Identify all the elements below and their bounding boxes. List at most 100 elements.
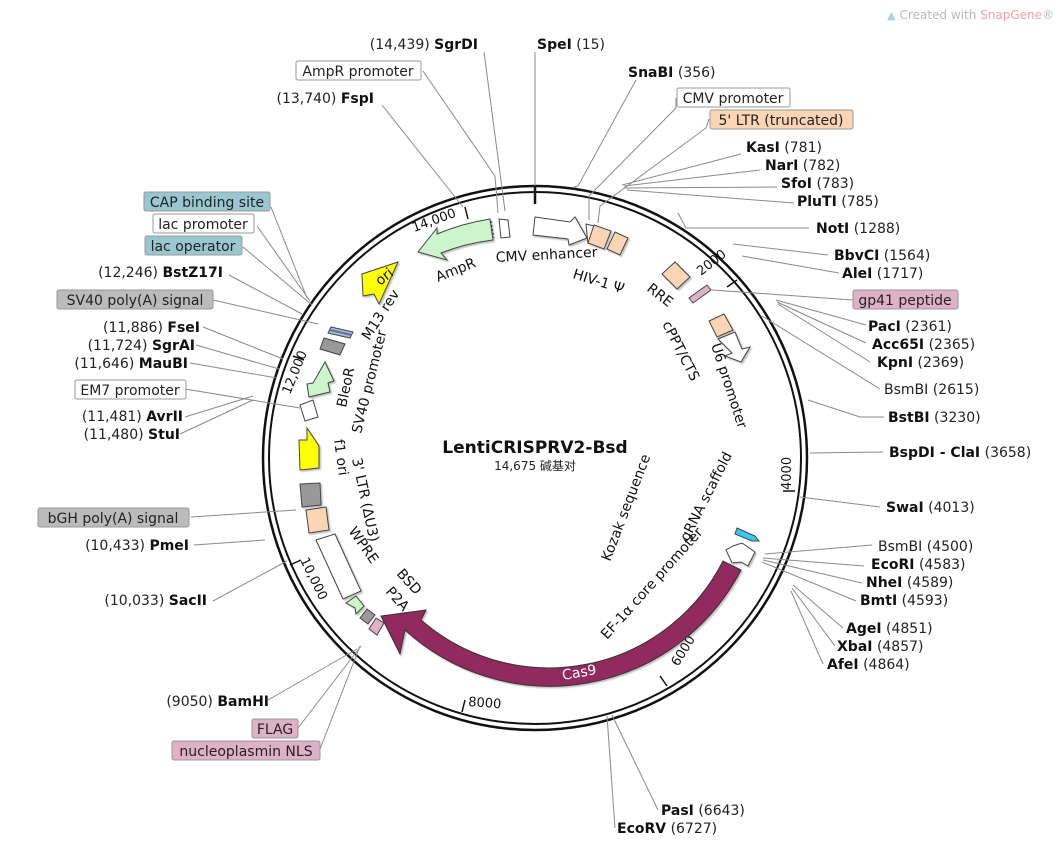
tick-10000 [289, 559, 302, 566]
grna-scaffold-box [734, 527, 761, 542]
leader-ampr-promoter [422, 70, 499, 214]
ltr3-box [305, 506, 330, 534]
site-kpni: KpnI (2369) [877, 355, 964, 371]
nls-flag-box [368, 617, 385, 636]
leader-bstz17i [228, 274, 303, 315]
box-cap-binding [143, 191, 271, 212]
site-pluti: PluTI (785) [797, 194, 879, 210]
leader-cap [270, 206, 308, 299]
em7-promoter-box [299, 399, 319, 422]
leader-nls [319, 645, 361, 750]
plasmid-name: LentiCRISPRV2-Bsd [442, 438, 627, 458]
leader-flag [297, 645, 362, 729]
leader-lines [179, 51, 884, 829]
tick-label-12000: 12,000 [280, 349, 311, 397]
site-sgrai: (11,724) SgrAI [88, 338, 195, 354]
u6-promoter-arrow [717, 331, 752, 363]
leader-ecori [762, 557, 865, 567]
leader-paci [775, 299, 867, 326]
tick-6000 [659, 675, 668, 687]
site-sfoi: SfoI (783) [781, 176, 854, 192]
leader-xbai [791, 587, 836, 647]
ampr-dashed-mark [490, 220, 495, 239]
leader-agei [792, 584, 844, 629]
leader-bgh-polya [190, 509, 297, 518]
site-sacii: (10,033) SacII [104, 593, 207, 609]
label-ampr: AmpR [434, 255, 479, 286]
leader-nhei [762, 559, 863, 584]
leader-ltr5 [597, 118, 710, 224]
site-acc65i: Acc65I (2365) [872, 337, 975, 353]
site-swai: SwaI (4013) [886, 500, 975, 516]
site-ecori: EcoRI (4583) [871, 557, 966, 573]
box-flag [251, 718, 299, 739]
box-ltr5 [709, 109, 854, 130]
leader-lac-operator [242, 246, 313, 306]
leader-sgrai [195, 344, 280, 370]
credit-prefix: Created with [899, 8, 981, 22]
box-label-cmv-promoter: CMV promoter [683, 91, 784, 107]
label-kozak-sequence: Kozak sequence [599, 452, 654, 563]
snapgene-credit: ▲Created with SnapGene® [887, 8, 1054, 22]
site-maubi: (11,646) MauBI [74, 356, 188, 372]
cap-binding-stripe [329, 329, 353, 336]
cas9-arrow [380, 560, 742, 687]
leader-bmti [761, 561, 857, 602]
site-bsmbi-2615: BsmBI (2615) [884, 382, 979, 398]
box-label-gp41: gp41 peptide [858, 293, 951, 309]
cmv-enhancer-arrow [532, 216, 588, 246]
site-stui: (11,480) StuI [84, 427, 180, 443]
site-bspdi-clai: BspDI - ClaI (3658) [889, 445, 1031, 461]
site-pmei: (10,433) PmeI [85, 538, 189, 554]
site-kasi: KasI (781) [746, 140, 822, 156]
site-nhei: NheI (4589) [866, 575, 953, 591]
site-avrii: (11,481) AvrII [82, 409, 183, 425]
bleor-arrow [306, 360, 335, 398]
box-label-ampr-promoter: AmpR promoter [302, 64, 413, 80]
leader-afei [790, 590, 824, 665]
leader-sv40-polya [212, 299, 319, 325]
site-bstbi: BstBI (3230) [888, 410, 981, 426]
box-label-bgh-polya: bGH poly(A) signal [48, 511, 179, 527]
label-cppt-cts: cPPT/CTS [658, 319, 702, 384]
leader-bsmbi-2615 [761, 315, 881, 390]
leader-maubi [189, 362, 278, 379]
p2a-box [359, 608, 376, 625]
leader-bsmbi-4500 [764, 544, 873, 555]
site-sgrdi: (14,439) SgrDI [370, 37, 478, 53]
site-bstz17i: (12,246) BstZ17I [98, 265, 223, 281]
site-bbvci: BbvCI (1564) [834, 248, 930, 264]
leader-lac-promoter [256, 225, 311, 302]
leader-nari [623, 169, 761, 187]
ef1a-promoter-arrow [725, 542, 756, 567]
snapgene-logo-icon: ▲ [887, 9, 896, 22]
leader-sfoi [624, 186, 778, 189]
tick-12000 [292, 355, 305, 361]
box-label-lac-operator: lac operator [151, 239, 236, 255]
box-lac-operator [144, 235, 243, 256]
box-label-nls: nucleoplasmin NLS [179, 744, 312, 760]
ampr-promoter-box [498, 218, 511, 239]
leader-acc65i [776, 301, 867, 344]
site-pasi: PasI (6643) [661, 803, 745, 819]
label-grna-scaffold: gRNA scaffold [677, 450, 736, 544]
box-nls [171, 740, 321, 761]
tick-8000 [461, 699, 466, 713]
box-lac-promoter [152, 213, 255, 234]
site-afei: AfeI (4864) [827, 657, 910, 673]
leader-swai [799, 496, 881, 508]
restriction-site-labels: (14,439) SgrDI SpeI (15) SnaBI (356) (13… [74, 37, 1031, 837]
bgh-polya-box [299, 482, 322, 508]
box-sv40-polya [56, 289, 214, 310]
site-xbai: XbaI (4857) [837, 639, 924, 655]
label-cas9: Cas9 [561, 662, 598, 684]
cppt-cts-box [708, 313, 734, 338]
ampr-arrow [417, 218, 494, 261]
hiv1-psi-box [606, 231, 629, 256]
label-hiv1-psi: HIV-1 Ψ [571, 267, 626, 298]
leader-fspi [381, 104, 464, 208]
site-ecorv: EcoRV (6727) [617, 821, 717, 837]
leader-alei [741, 255, 840, 274]
leader-pmei [193, 539, 266, 546]
